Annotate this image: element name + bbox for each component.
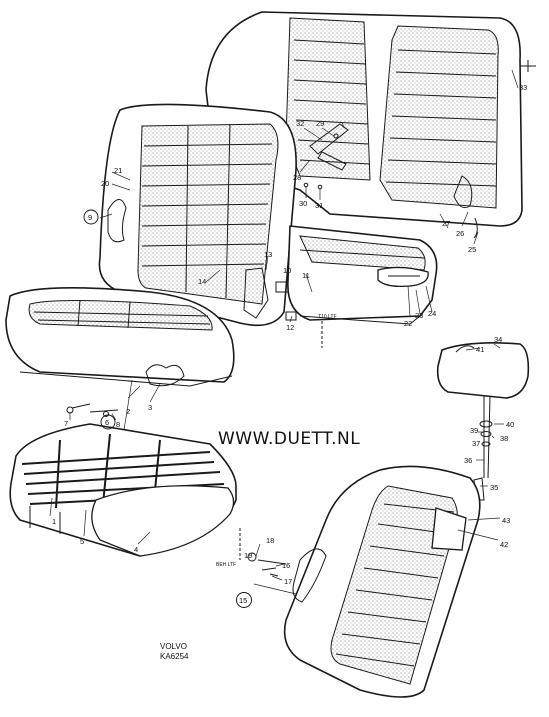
credit-code: KA6254 — [160, 652, 189, 661]
callout-21: 21 — [114, 166, 122, 175]
front-backrest-left — [98, 103, 297, 327]
callout-36: 36 — [464, 456, 472, 465]
callout-39: 39 — [470, 426, 478, 435]
callout-18: 18 — [266, 536, 274, 545]
callout-31: 31 — [315, 201, 323, 210]
callout-43: 43 — [502, 516, 510, 525]
t10-label: T10 LTF — [318, 314, 337, 320]
callout-38: 38 — [500, 434, 508, 443]
callout-20: 20 — [101, 179, 109, 188]
callout-37: 37 — [472, 439, 480, 448]
callout-42: 42 — [500, 540, 508, 549]
recline-lever — [239, 528, 287, 577]
callout-24: 24 — [428, 309, 436, 318]
callout-30: 30 — [299, 199, 307, 208]
callout-1: 1 — [52, 517, 56, 526]
callout-8: 8 — [116, 420, 120, 429]
callout-19: 19 — [244, 551, 252, 560]
callout-11: 11 — [302, 271, 310, 280]
callout-5: 5 — [80, 537, 84, 546]
callout-16: 16 — [282, 561, 290, 570]
callout-3: 3 — [148, 403, 152, 412]
callout-15: 15 — [239, 596, 247, 605]
callout-4: 4 — [134, 545, 138, 554]
callout-29: 29 — [316, 119, 324, 128]
callout-33: 33 — [519, 83, 527, 92]
callout-28: 28 — [293, 173, 301, 182]
callout-ring-6 — [100, 414, 116, 430]
credit-brand: VOLVO — [160, 642, 187, 651]
callout-41: 41 — [476, 345, 484, 354]
callout-12: 12 — [286, 323, 294, 332]
front-cushion — [5, 287, 235, 387]
callout-13: 13 — [264, 250, 272, 259]
beh-label: BEH LTF — [216, 562, 236, 568]
callout-22: 22 — [404, 319, 412, 328]
headrest — [436, 342, 530, 501]
front-backrest-right — [283, 465, 481, 698]
callout-6: 6 — [105, 418, 109, 427]
callout-27: 27 — [442, 219, 450, 228]
front-seat-frame — [9, 423, 237, 557]
callout-ring-15 — [236, 592, 252, 608]
callout-35: 35 — [490, 483, 498, 492]
callout-numbers: 33 21 20 9 32 29 28 30 31 27 26 25 13 14… — [52, 83, 527, 608]
watermark-text: WWW.DUETT.NL — [218, 429, 360, 449]
cushion-clips — [66, 403, 119, 417]
rear-cushion — [287, 225, 438, 325]
leader-lines — [49, 69, 519, 595]
callout-25: 25 — [468, 245, 476, 254]
callout-23: 23 — [415, 311, 423, 320]
callout-2: 2 — [126, 407, 130, 416]
callout-34: 34 — [494, 335, 502, 344]
callout-14: 14 — [198, 277, 206, 286]
callout-26: 26 — [456, 229, 464, 238]
callout-40: 40 — [506, 420, 514, 429]
callout-17: 17 — [284, 577, 292, 586]
callout-9: 9 — [88, 213, 92, 222]
callout-ring-9 — [83, 209, 99, 225]
callout-10: 10 — [283, 266, 291, 275]
callout-7: 7 — [64, 419, 68, 428]
callout-32: 32 — [296, 119, 304, 128]
